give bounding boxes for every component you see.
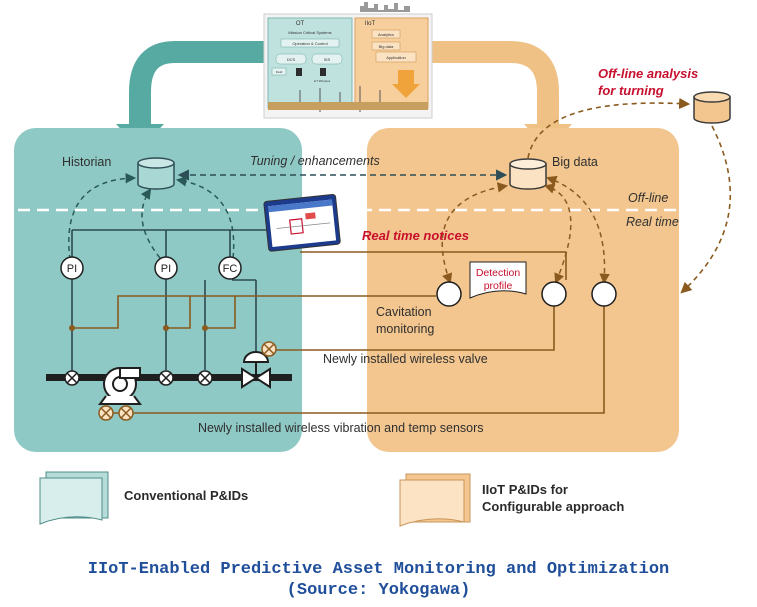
historian-database-icon xyxy=(137,157,175,190)
legend-iiot-icon xyxy=(399,473,471,527)
legend-iiot-label: IIoT P&IDs for xyxy=(482,482,568,497)
iiot-item: Analytics xyxy=(378,32,394,37)
teal-curved-arrow xyxy=(129,41,265,128)
svg-text:PI: PI xyxy=(67,263,77,275)
wireless-sensors-label: Newly installed wireless vibration and t… xyxy=(198,421,484,435)
top-architecture-image: OT IIoT Mission Critical Systems Operati… xyxy=(263,2,433,119)
svg-text:profile: profile xyxy=(484,280,513,292)
ot-item: Field xyxy=(276,70,283,74)
wireless-valve-label: Newly installed wireless valve xyxy=(323,352,488,366)
wireless-sensor-icons xyxy=(98,341,277,421)
offline-analysis-label: Off-line analysis xyxy=(598,66,698,81)
offline-label: Off-line xyxy=(628,191,668,205)
legend-conventional-label: Conventional P&IDs xyxy=(124,488,248,503)
control-valve-icon xyxy=(241,351,271,389)
figure-caption: IIoT-Enabled Predictive Asset Monitoring… xyxy=(87,560,670,579)
historian-label: Historian xyxy=(62,155,111,169)
realtime-label: Real time xyxy=(626,215,679,229)
detection-profile-doc: Detection profile xyxy=(469,261,527,299)
tuning-label: Tuning / enhancements xyxy=(250,154,380,168)
legend-iiot-label-2: Configurable approach xyxy=(482,499,624,514)
wireless-signal-lines xyxy=(72,251,605,414)
cavitation-label-2: monitoring xyxy=(376,322,434,336)
figure-caption-source: (Source: Yokogawa) xyxy=(286,581,471,600)
svg-text:Detection: Detection xyxy=(476,267,521,279)
offline-database-icon xyxy=(693,91,731,124)
realtime-notices-label: Real time notices xyxy=(362,228,469,243)
iiot-item: Application xyxy=(386,55,406,60)
big-data-label: Big data xyxy=(552,155,598,169)
ot-item: Mission Critical Systems xyxy=(288,30,331,35)
ot-item: Operation & Control xyxy=(292,41,327,46)
svg-text:FC: FC xyxy=(223,263,238,275)
pump-icon xyxy=(98,367,142,405)
orange-curved-arrow xyxy=(432,41,559,128)
instrument-fc: FC xyxy=(218,256,242,280)
ot-item: IoT Wireless xyxy=(314,79,331,83)
big-data-database-icon xyxy=(509,158,547,190)
svg-text:PI: PI xyxy=(161,263,171,275)
cavitation-label: Cavitation xyxy=(376,305,432,319)
ot-label: OT xyxy=(296,21,305,27)
iiot-item: Big data xyxy=(379,44,394,49)
offline-analysis-arrow xyxy=(527,97,691,159)
offline-analysis-label-2: for turning xyxy=(598,83,664,98)
iiot-label: IIoT xyxy=(365,21,376,27)
instrument-pi-1: PI xyxy=(60,256,84,280)
instrument-pi-2: PI xyxy=(154,256,178,280)
monitor-screen-icon xyxy=(263,193,341,252)
legend-conventional-icon xyxy=(39,471,109,525)
ot-item: DCS xyxy=(287,57,296,62)
offline-return-arrow xyxy=(680,125,732,294)
ot-item: SIS xyxy=(324,57,331,62)
wireless-receiver-icons xyxy=(436,281,617,307)
pipe-sensor-icons xyxy=(64,370,213,386)
